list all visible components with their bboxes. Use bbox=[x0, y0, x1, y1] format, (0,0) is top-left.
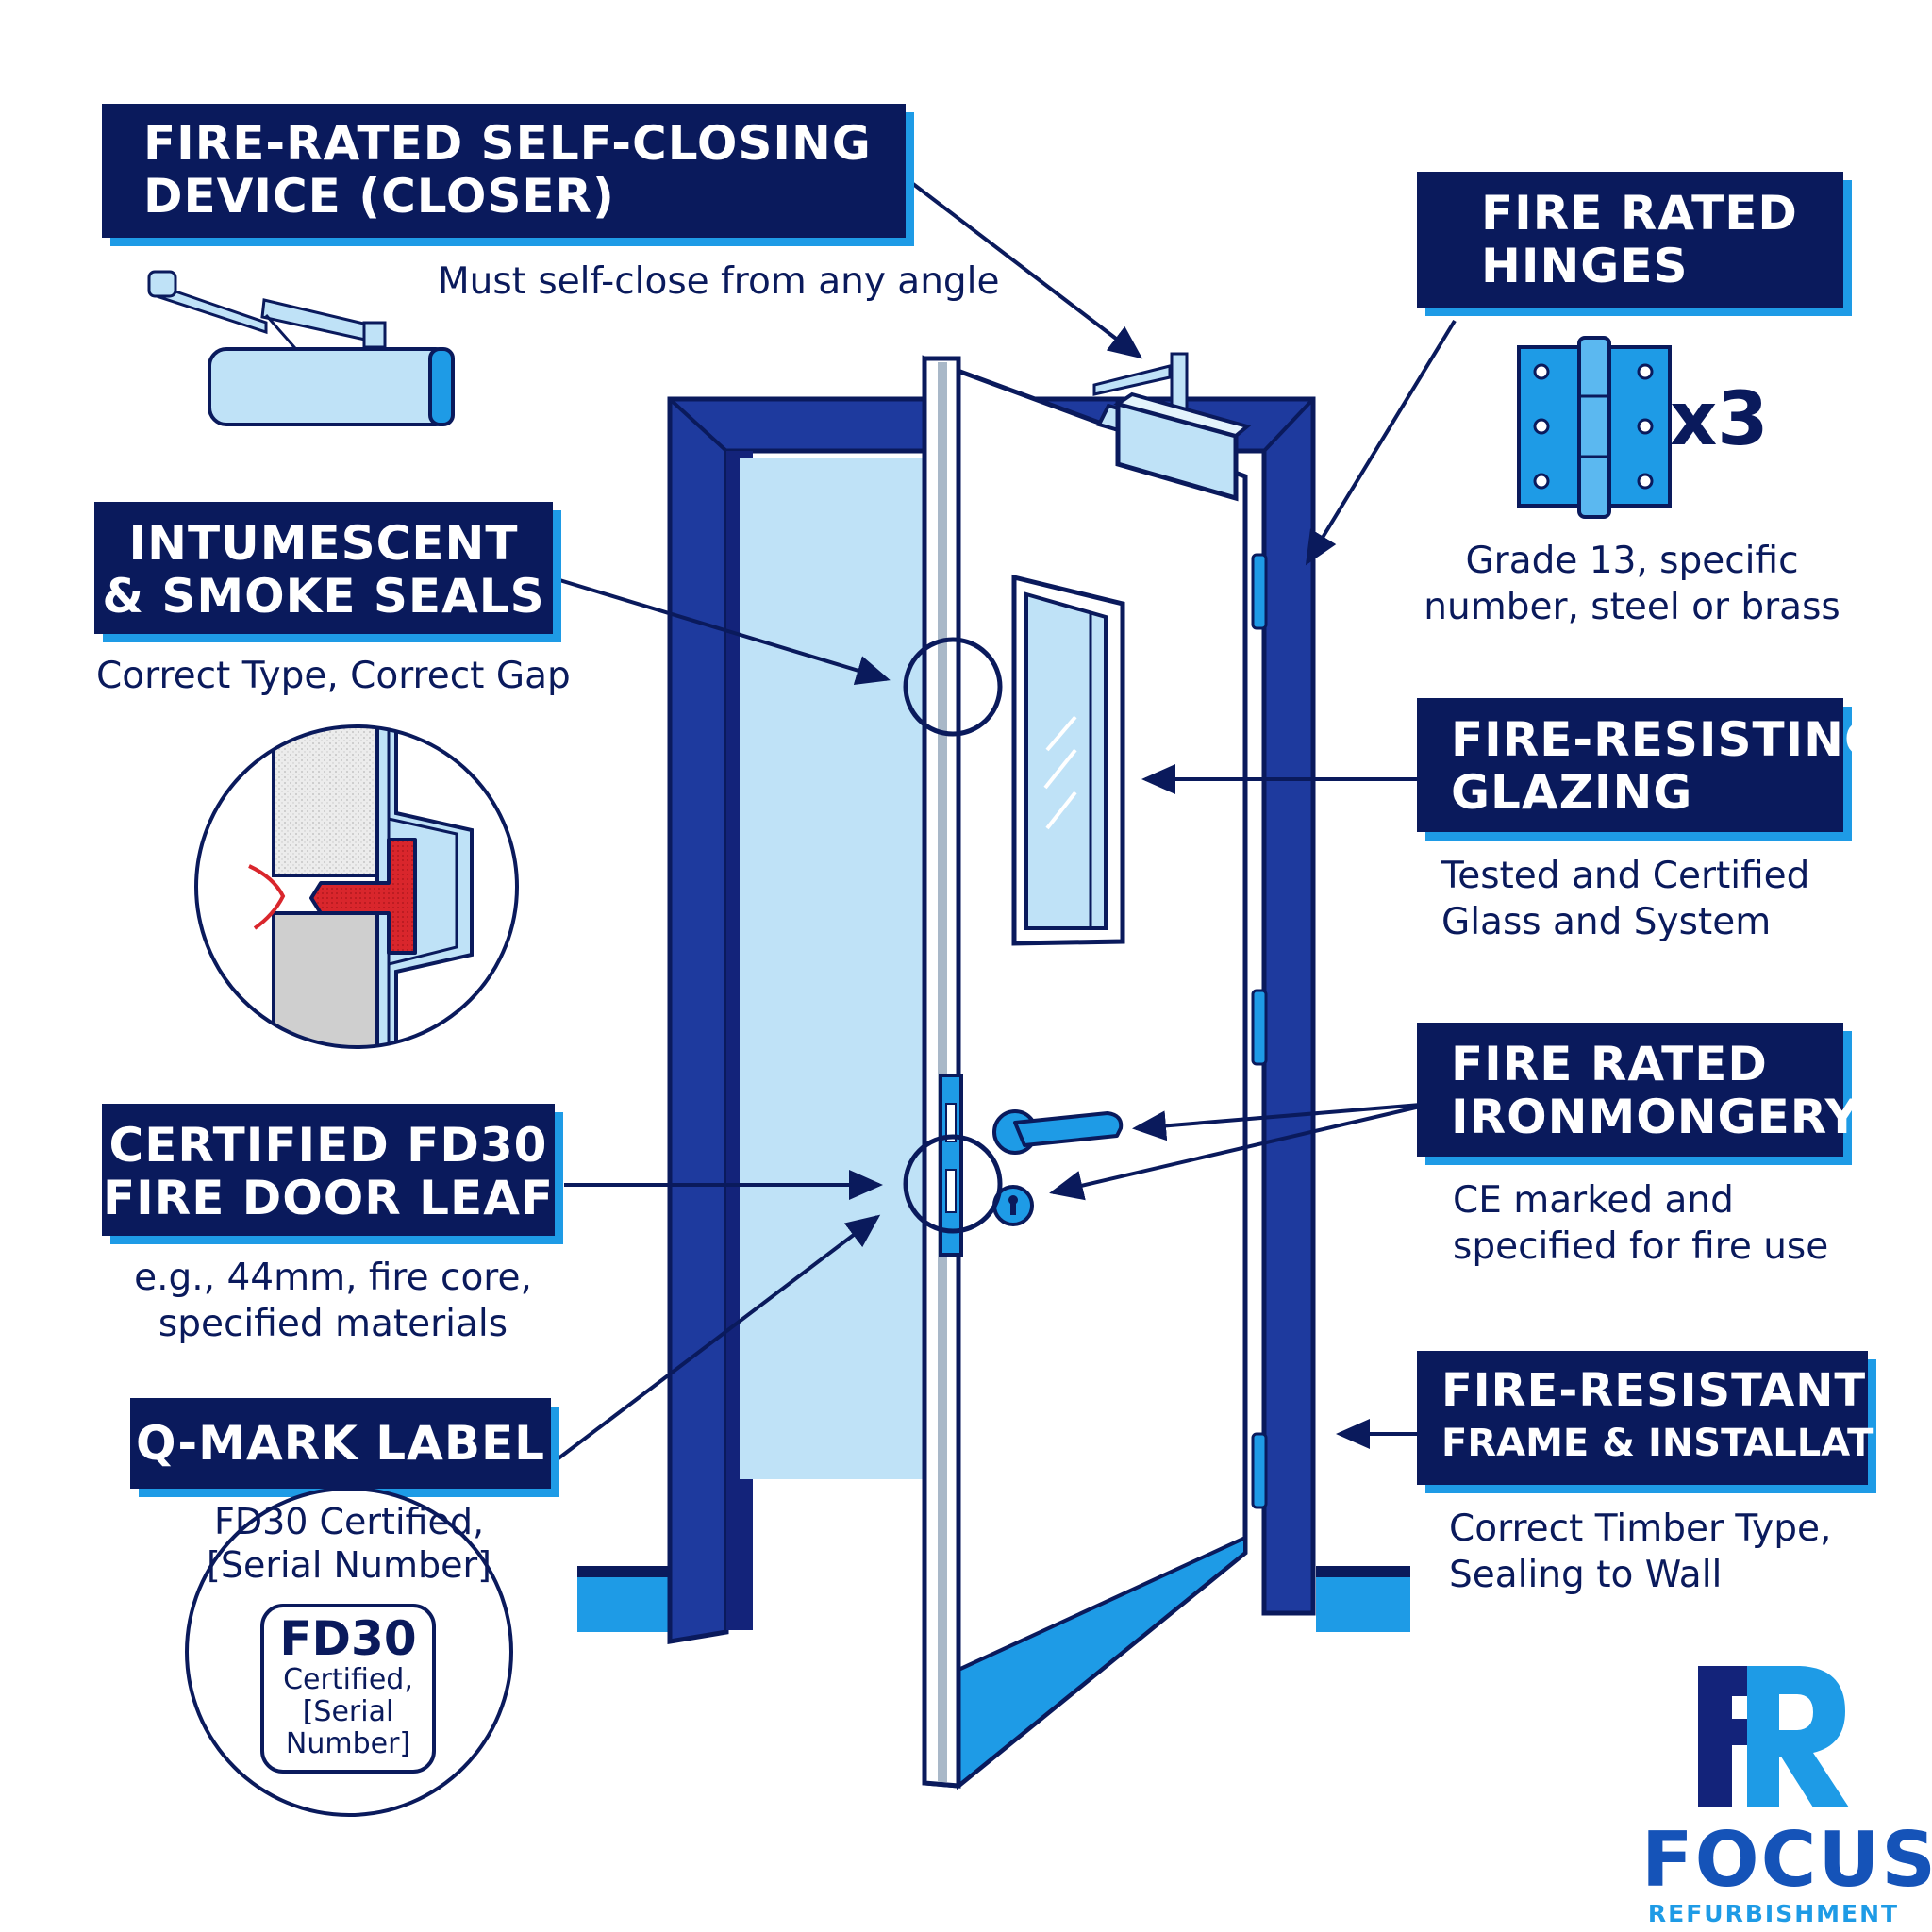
hinges-title-line-1: FIRE RATED bbox=[1481, 186, 1798, 241]
closer-label: FIRE-RATED SELF-CLOSING DEVICE (CLOSER) bbox=[102, 104, 906, 238]
frame-title-line-2: FRAME & INSTALLATION bbox=[1441, 1422, 1932, 1465]
leaf-title-line-1: CERTIFIED FD30 bbox=[108, 1118, 548, 1173]
qmark-label-text: FD30 Certified, [Serial Number] bbox=[196, 1500, 502, 1587]
closer-title-line-2: DEVICE (CLOSER) bbox=[143, 169, 615, 224]
glazing-title-line-1: FIRE-RESISTING bbox=[1451, 712, 1885, 767]
leaf-title-line-2: FIRE DOOR LEAF bbox=[102, 1171, 555, 1225]
fd30-badge-title: FD30 bbox=[279, 1611, 417, 1666]
frame-hinges bbox=[1251, 553, 1268, 1509]
closer-title-line-1: FIRE-RATED SELF-CLOSING bbox=[143, 116, 872, 171]
glazing-caption: Tested and Certified Glass and System bbox=[1441, 853, 1809, 945]
frame-caption-line-2: Sealing to Wall bbox=[1449, 1554, 1723, 1596]
focus-logo: FOCUS REFURBISHMENT bbox=[1641, 1816, 1932, 1928]
door-closer bbox=[1092, 352, 1252, 502]
callout-arrows bbox=[556, 182, 1457, 1460]
seal-cross-section bbox=[194, 724, 519, 1049]
ironmongery-caption: CE marked and specified for fire use bbox=[1453, 1177, 1828, 1270]
qmark-title: Q-MARK LABEL bbox=[136, 1416, 545, 1471]
seal-highlight-circle bbox=[903, 637, 1003, 737]
leaf-caption-line-1: e.g., 44mm, fire core, bbox=[134, 1257, 532, 1299]
frame-label: FIRE-RESISTANT FRAME & INSTALLATION bbox=[1417, 1351, 1932, 1485]
doorway-opening bbox=[740, 458, 938, 1479]
glazing-title-line-2: GLAZING bbox=[1451, 765, 1693, 820]
frame-caption-line-1: Correct Timber Type, bbox=[1449, 1507, 1832, 1550]
hinges-caption-line-2: number, steel or brass bbox=[1424, 586, 1840, 628]
leaf-label: CERTIFIED FD30 FIRE DOOR LEAF bbox=[102, 1104, 555, 1236]
ironmongery-label: FIRE RATED IRONMONGERY bbox=[1417, 1023, 1860, 1157]
logo-brand: FOCUS bbox=[1641, 1816, 1932, 1904]
seals-label: INTUMESCENT & SMOKE SEALS bbox=[94, 502, 553, 634]
qmark-text-line-1: FD30 Certified, bbox=[213, 1501, 485, 1542]
hinges-label: FIRE RATED HINGES bbox=[1417, 172, 1843, 308]
seals-caption: Correct Type, Correct Gap bbox=[96, 653, 571, 699]
qmark-label: Q-MARK LABEL bbox=[130, 1398, 551, 1489]
glazing-caption-line-2: Glass and System bbox=[1441, 901, 1772, 943]
fd30-badge-line-3: Number] bbox=[285, 1727, 411, 1760]
glazing-label: FIRE-RESISTING GLAZING bbox=[1417, 698, 1885, 832]
seals-title-line-2: & SMOKE SEALS bbox=[102, 569, 545, 624]
seals-caption-line-1: Correct Type, Correct Gap bbox=[96, 655, 571, 697]
closer-caption: Must self-close from any angle bbox=[438, 258, 1000, 305]
hinges-caption-line-1: Grade 13, specific bbox=[1465, 540, 1799, 582]
leaf-highlight-circle bbox=[903, 1134, 1003, 1234]
frame-title-line-1: FIRE-RESISTANT bbox=[1441, 1364, 1867, 1417]
hinge-quantity: x3 bbox=[1670, 377, 1769, 462]
qmark-text-line-2: [Serial Number] bbox=[207, 1544, 491, 1586]
vision-panel bbox=[1011, 574, 1125, 946]
door-leaf bbox=[922, 355, 1248, 1790]
fd30-badge-line-2: [Serial bbox=[302, 1695, 394, 1728]
leaf-caption: e.g., 44mm, fire core, specified materia… bbox=[102, 1255, 564, 1347]
ironmongery-title-line-2: IRONMONGERY bbox=[1451, 1090, 1860, 1144]
closer-caption-line-1: Must self-close from any angle bbox=[438, 260, 1000, 303]
ironmongery-title-line-1: FIRE RATED bbox=[1451, 1037, 1768, 1091]
closer-illustration bbox=[147, 270, 455, 426]
frame-caption: Correct Timber Type, Sealing to Wall bbox=[1449, 1506, 1831, 1598]
hinges-title-line-2: HINGES bbox=[1481, 239, 1689, 293]
fd30-badge: FD30 Certified, [Serial Number] bbox=[260, 1604, 436, 1774]
lock-and-handle bbox=[939, 1074, 1124, 1257]
fd30-badge-line-1: Certified, bbox=[283, 1663, 413, 1696]
seals-title-line-1: INTUMESCENT bbox=[128, 516, 519, 571]
glazing-caption-line-1: Tested and Certified bbox=[1441, 855, 1810, 897]
hinges-caption: Grade 13, specific number, steel or bras… bbox=[1415, 538, 1849, 630]
leaf-caption-line-2: specified materials bbox=[158, 1303, 508, 1345]
focus-logo-mark bbox=[1698, 1666, 1849, 1807]
logo-subtitle: REFURBISHMENT bbox=[1647, 1900, 1900, 1927]
door-frame bbox=[667, 396, 1316, 1644]
hinge-illustration bbox=[1517, 336, 1672, 519]
ironmongery-caption-line-2: specified for fire use bbox=[1453, 1225, 1829, 1268]
ironmongery-caption-line-1: CE marked and bbox=[1453, 1179, 1734, 1222]
